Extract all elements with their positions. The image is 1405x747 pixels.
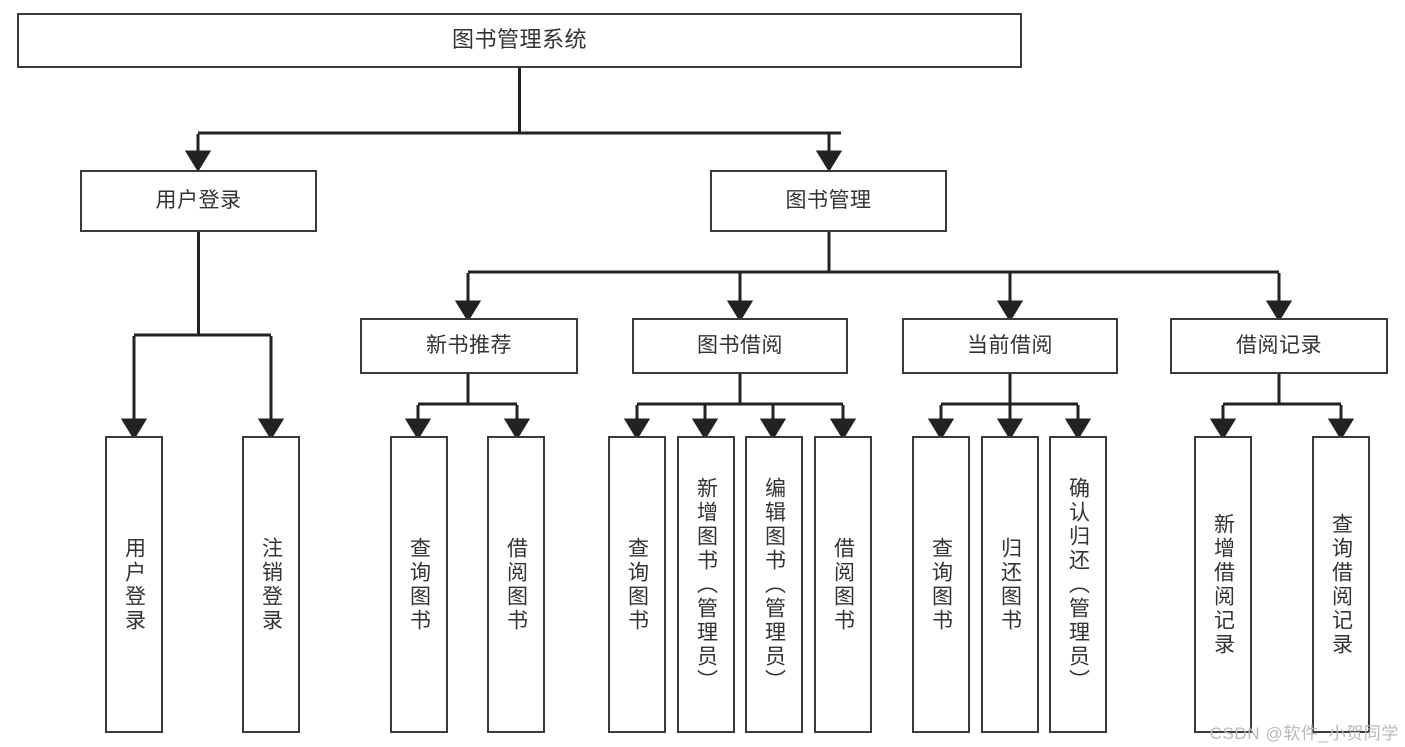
node-label: 借阅图书 bbox=[831, 536, 855, 633]
leaf-return-book[interactable]: 归还图书 bbox=[981, 436, 1039, 733]
node-label: 图书借阅 bbox=[697, 334, 783, 358]
node-label: 新增借阅记录 bbox=[1211, 512, 1235, 657]
node-label: 借阅图书 bbox=[504, 536, 528, 633]
node-label: 查询图书 bbox=[625, 536, 649, 633]
node-label: 查询图书 bbox=[929, 536, 953, 633]
leaf-confirm-return-admin[interactable]: 确认归还（管理员） bbox=[1049, 436, 1107, 733]
leaf-add-borrow-record[interactable]: 新增借阅记录 bbox=[1194, 436, 1252, 733]
leaf-edit-book-admin[interactable]: 编辑图书（管理员） bbox=[745, 436, 803, 733]
leaf-user-logout[interactable]: 注销登录 bbox=[242, 436, 300, 733]
node-new-book-recommend[interactable]: 新书推荐 bbox=[360, 318, 578, 374]
leaf-query-book-current[interactable]: 查询图书 bbox=[912, 436, 970, 733]
node-book-borrow[interactable]: 图书借阅 bbox=[632, 318, 848, 374]
watermark-text: CSDN @软件_小贺同学 bbox=[1209, 724, 1399, 743]
node-user-login[interactable]: 用户登录 bbox=[80, 170, 317, 232]
leaf-add-book-admin[interactable]: 新增图书（管理员） bbox=[677, 436, 735, 733]
leaf-query-book-recommend[interactable]: 查询图书 bbox=[390, 436, 448, 733]
node-label: 查询借阅记录 bbox=[1329, 512, 1353, 657]
node-current-borrow[interactable]: 当前借阅 bbox=[902, 318, 1118, 374]
node-label: 图书管理系统 bbox=[451, 27, 587, 53]
node-label: 新增图书（管理员） bbox=[694, 476, 718, 693]
node-label: 确认归还（管理员） bbox=[1066, 476, 1090, 693]
node-label: 用户登录 bbox=[122, 536, 146, 633]
node-borrow-record[interactable]: 借阅记录 bbox=[1170, 318, 1388, 374]
node-label: 编辑图书（管理员） bbox=[762, 476, 786, 693]
node-label: 借阅记录 bbox=[1236, 334, 1322, 358]
node-book-management[interactable]: 图书管理 bbox=[710, 170, 947, 232]
node-label: 图书管理 bbox=[785, 189, 872, 213]
leaf-borrow-book[interactable]: 借阅图书 bbox=[814, 436, 872, 733]
node-label: 用户登录 bbox=[155, 189, 242, 213]
leaf-borrow-book-recommend[interactable]: 借阅图书 bbox=[487, 436, 545, 733]
node-label: 注销登录 bbox=[259, 536, 283, 633]
node-label: 新书推荐 bbox=[426, 334, 512, 358]
leaf-query-borrow-record[interactable]: 查询借阅记录 bbox=[1312, 436, 1370, 733]
leaf-query-book-borrow[interactable]: 查询图书 bbox=[608, 436, 666, 733]
node-label: 归还图书 bbox=[998, 536, 1022, 633]
leaf-user-login[interactable]: 用户登录 bbox=[105, 436, 163, 733]
node-root-system[interactable]: 图书管理系统 bbox=[17, 13, 1022, 68]
node-label: 查询图书 bbox=[407, 536, 431, 633]
node-label: 当前借阅 bbox=[967, 334, 1053, 358]
